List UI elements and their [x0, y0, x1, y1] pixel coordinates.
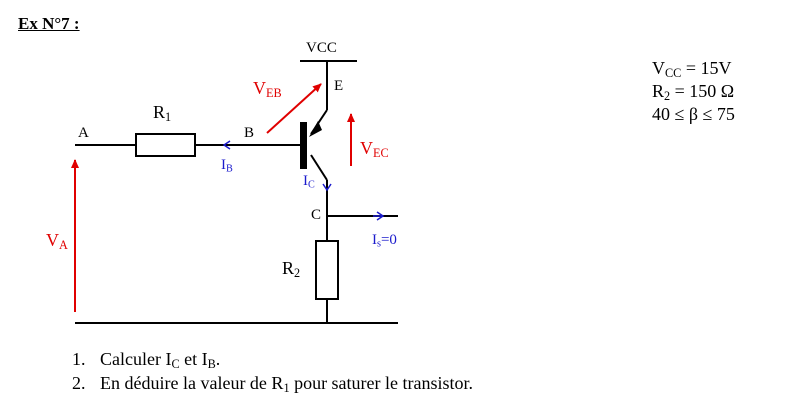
- exercise-title: Ex N°7 :: [18, 14, 80, 33]
- param-r2: R2 = 150 Ω: [652, 81, 735, 104]
- veb-label: VEB: [253, 78, 282, 101]
- ib-arrow: [222, 140, 231, 150]
- collector-label: C: [311, 207, 322, 223]
- node-a-label: A: [78, 125, 89, 141]
- collector-wire: [310, 154, 328, 181]
- question-2: 2.En déduire la valeur de R1 pour sature…: [72, 373, 474, 396]
- ic-label: IC: [303, 173, 315, 191]
- ic-arrow: [322, 183, 332, 192]
- ib-label: IB: [221, 157, 233, 175]
- is-label: Is=0: [372, 232, 397, 250]
- question-1: 1.Calculer IC et IB.: [72, 349, 221, 372]
- resistor-r2: [315, 240, 339, 300]
- base-label: B: [244, 125, 255, 141]
- r2-label: R2: [282, 258, 301, 281]
- transistor-base-bar: [300, 122, 307, 169]
- vcc-label: VCC: [306, 40, 337, 56]
- r1-label: R1: [153, 102, 172, 125]
- param-vcc: VCC = 15V: [652, 58, 732, 81]
- vec-label: VEC: [360, 138, 389, 161]
- resistor-r1: [135, 133, 196, 157]
- va-label: VA: [46, 230, 68, 253]
- emitter-arrow: [309, 121, 322, 137]
- emitter-label: E: [334, 78, 344, 94]
- param-beta: 40 ≤ β ≤ 75: [652, 104, 735, 124]
- veb-arrow: [266, 83, 322, 134]
- is-arrow: [376, 211, 385, 221]
